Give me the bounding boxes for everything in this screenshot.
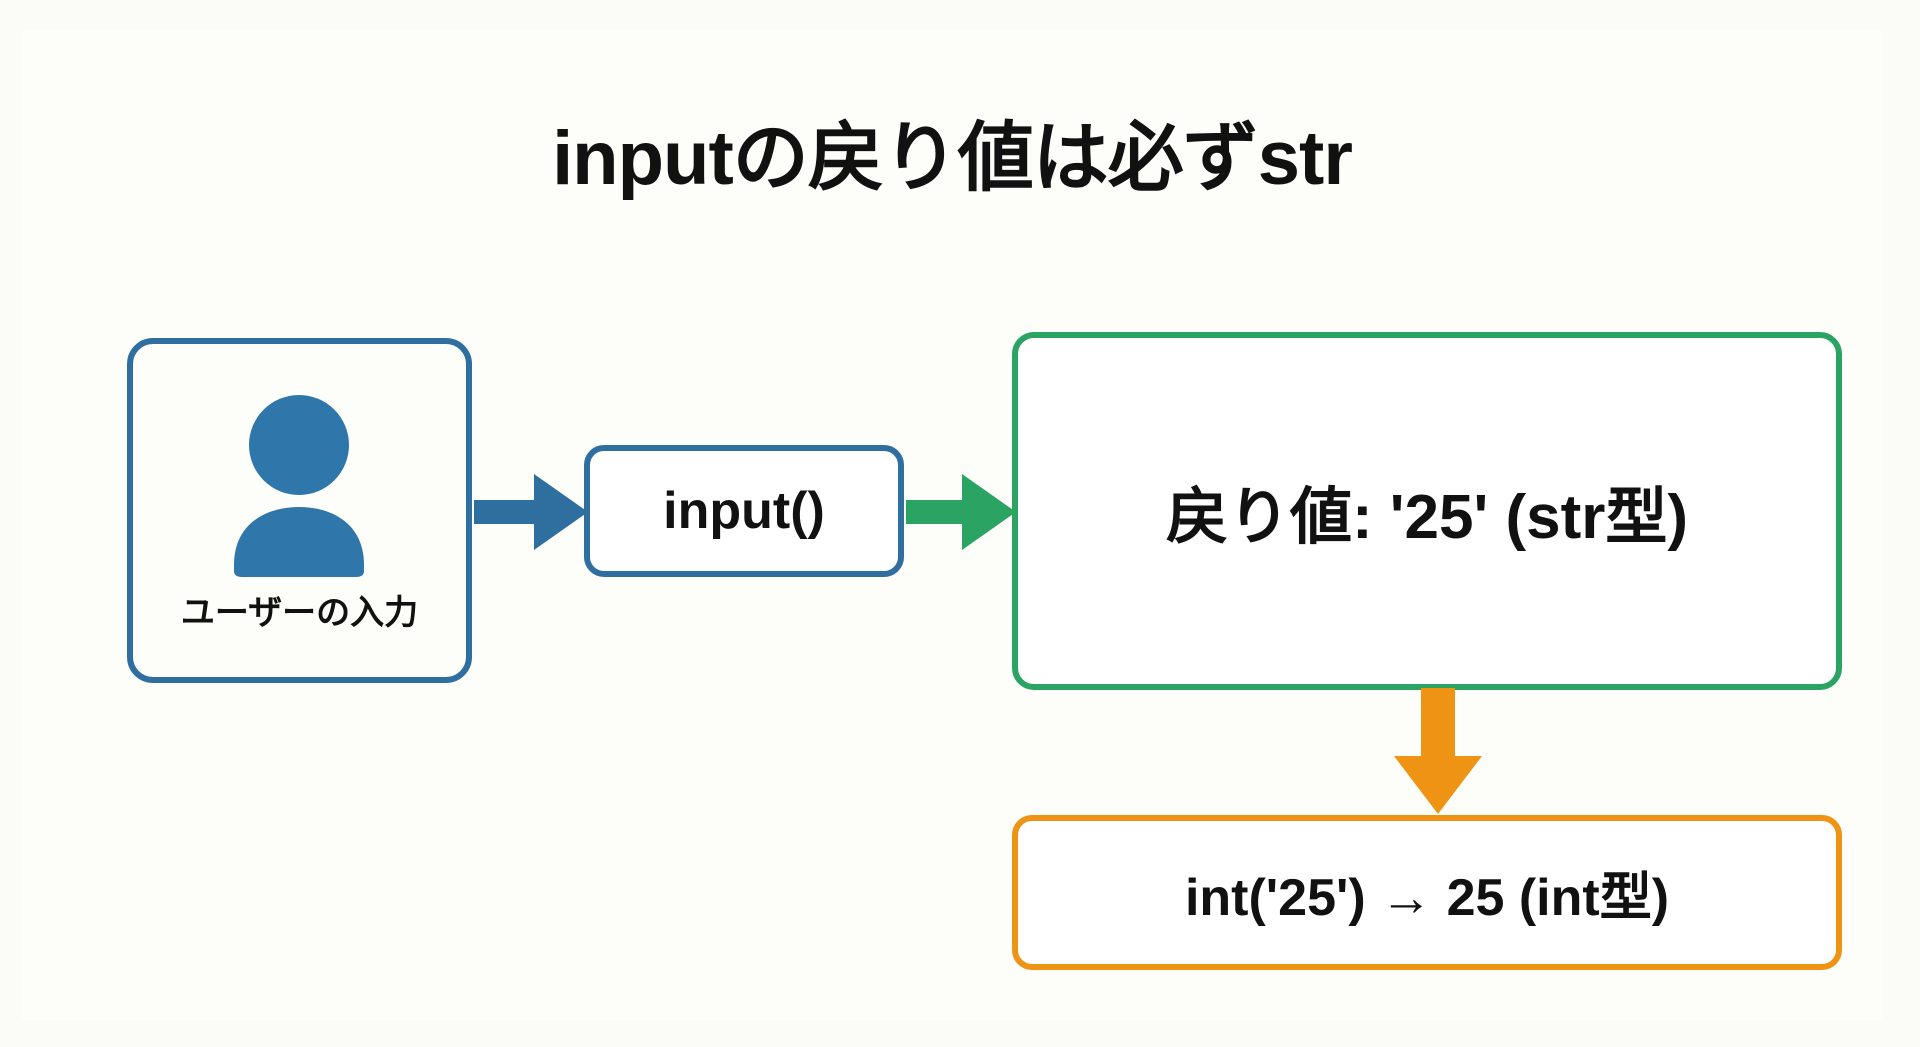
int-cast-label: int('25') → 25 (int型) — [1184, 869, 1670, 927]
input-function-label: input() — [663, 482, 825, 540]
page-title: inputの戻り値は必ずstr — [552, 116, 1353, 201]
return-value-label: 戻り値: '25' (str型) — [1165, 483, 1689, 552]
int-cast-node: int('25') → 25 (int型) — [1012, 815, 1842, 970]
blue-right-arrow-icon — [474, 470, 590, 559]
input-function-node: input() — [584, 445, 904, 577]
return-value-node: 戻り値: '25' (str型) — [1012, 332, 1842, 690]
green-right-arrow-icon — [906, 470, 1018, 559]
orange-down-arrow-icon — [1390, 688, 1486, 821]
user-input-label: ユーザーの入力 — [180, 594, 419, 632]
user-person-icon — [212, 387, 387, 577]
user-input-node: ユーザーの入力 — [127, 338, 472, 683]
slide-content-area: inputの戻り値は必ずstr ユーザーの入力 input() — [22, 30, 1882, 1020]
